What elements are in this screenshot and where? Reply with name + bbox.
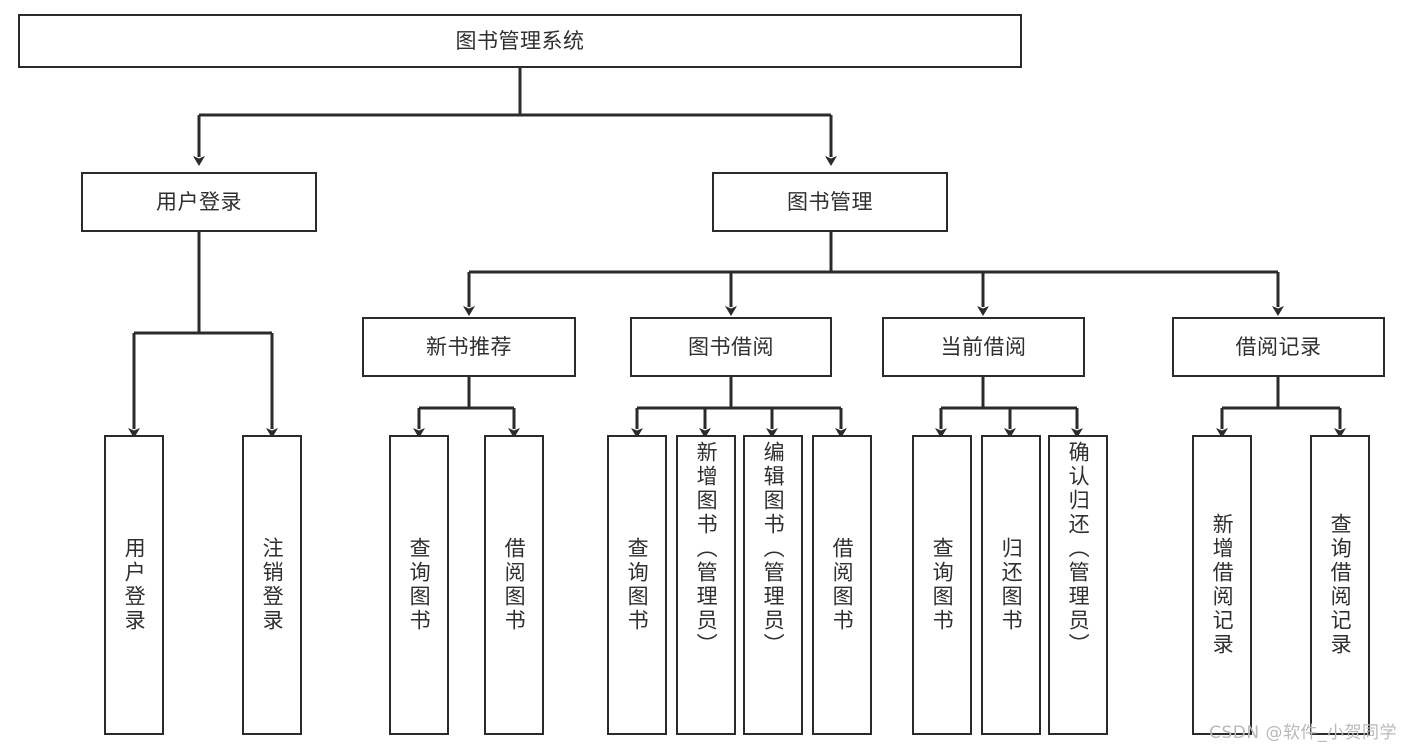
leaf-label: 新增图书（管理员） [694,441,719,657]
node-current-borrow-label: 当前借阅 [940,334,1027,359]
node-root-label: 图书管理系统 [455,28,585,53]
watermark: CSDN @软件_小贺同学 [1209,723,1397,743]
leaf-book-borrow-borrow[interactable]: 借阅图书 [812,435,872,735]
leaf-label: 确认归还（管理员） [1066,441,1091,657]
node-book-borrow-label: 图书借阅 [688,334,774,359]
leaf-label: 查询图书 [625,537,650,633]
leaf-book-borrow-query[interactable]: 查询图书 [607,435,667,735]
leaf-label: 借阅图书 [830,537,855,633]
node-new-book-recommend[interactable]: 新书推荐 [362,317,576,377]
leaf-label: 查询图书 [407,537,432,633]
node-user-login-label: 用户登录 [156,189,242,214]
leaf-label: 注销登录 [260,537,285,633]
node-new-book-recommend-label: 新书推荐 [426,334,512,359]
leaf-borrow-record-add[interactable]: 新增借阅记录 [1192,435,1252,735]
leaf-current-borrow-return[interactable]: 归还图书 [981,435,1041,735]
leaf-new-book-query[interactable]: 查询图书 [389,435,449,735]
leaf-label: 编辑图书（管理员） [761,441,786,657]
node-user-login[interactable]: 用户登录 [81,172,317,232]
node-book-manage-label: 图书管理 [787,189,873,214]
leaf-label: 借阅图书 [502,537,527,633]
node-borrow-record[interactable]: 借阅记录 [1172,317,1385,377]
leaf-borrow-record-query[interactable]: 查询借阅记录 [1310,435,1370,735]
leaf-new-book-borrow[interactable]: 借阅图书 [484,435,544,735]
leaf-current-borrow-query[interactable]: 查询图书 [912,435,972,735]
leaf-label: 查询借阅记录 [1328,513,1353,657]
leaf-book-borrow-add[interactable]: 新增图书（管理员） [676,435,736,735]
leaf-book-borrow-edit[interactable]: 编辑图书（管理员） [743,435,803,735]
node-book-manage[interactable]: 图书管理 [712,172,948,232]
node-book-borrow[interactable]: 图书借阅 [630,317,832,377]
leaf-user-login-login[interactable]: 用户登录 [104,435,164,735]
leaf-current-borrow-confirm-return[interactable]: 确认归还（管理员） [1048,435,1108,735]
node-root[interactable]: 图书管理系统 [18,14,1022,68]
leaf-label: 新增借阅记录 [1210,513,1235,657]
node-current-borrow[interactable]: 当前借阅 [882,317,1085,377]
leaf-label: 查询图书 [930,537,955,633]
node-borrow-record-label: 借阅记录 [1235,334,1322,359]
leaf-label: 归还图书 [999,537,1024,633]
leaf-label: 用户登录 [122,537,147,633]
leaf-user-login-logout[interactable]: 注销登录 [242,435,302,735]
